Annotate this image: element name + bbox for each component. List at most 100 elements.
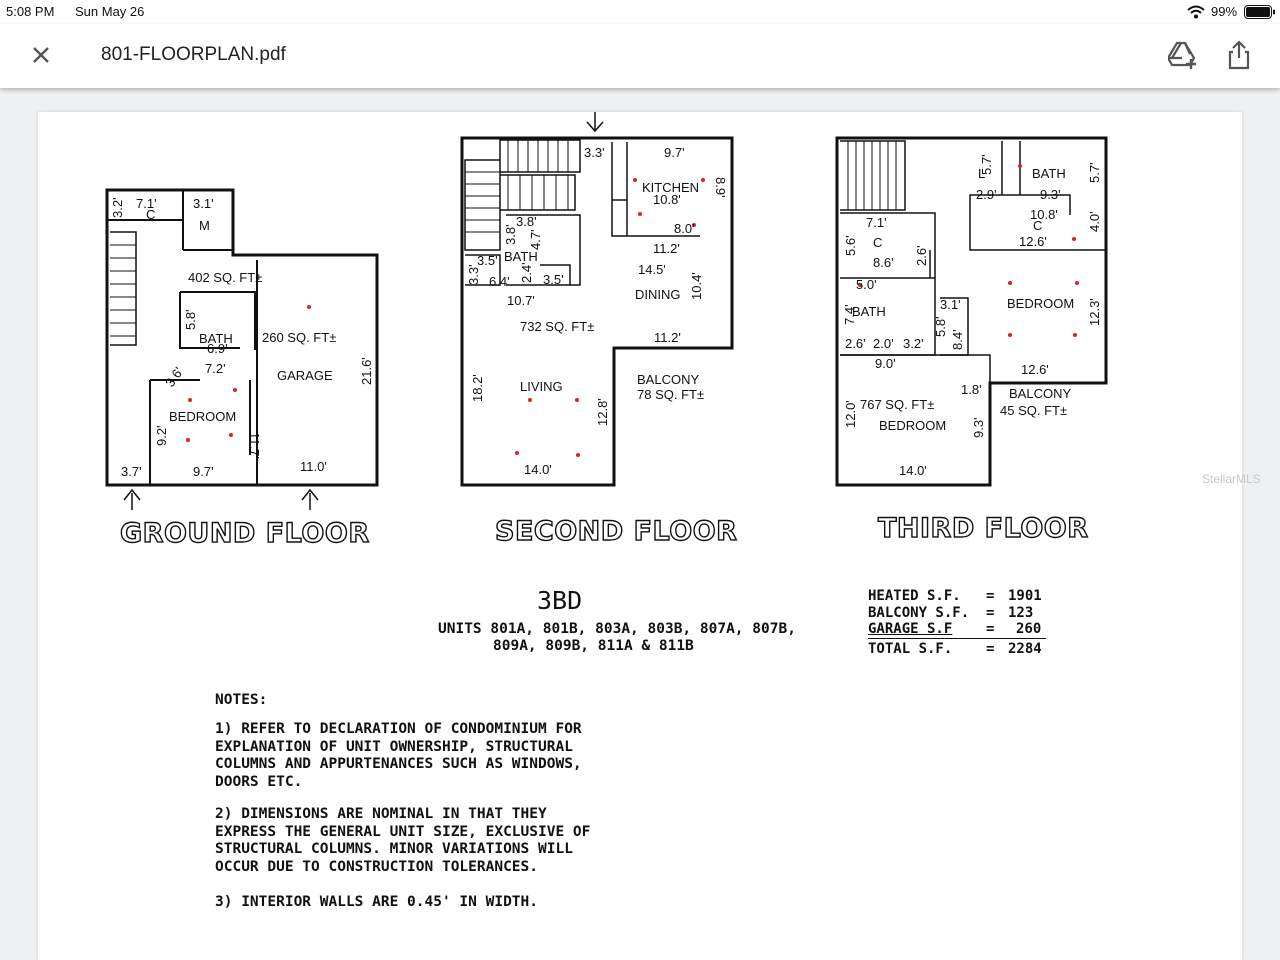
sf-value: 123 — [1008, 605, 1034, 621]
gf-area: 402 SQ. FT± — [188, 270, 262, 285]
gf-dim-13: 11.0' — [300, 459, 327, 474]
entry-arrow-ground-left — [123, 488, 141, 510]
tf-dim-9: 5.6' — [843, 235, 858, 256]
tf-bath-2-label: BATH — [852, 304, 886, 319]
sf-living-label: LIVING — [520, 379, 563, 394]
status-date: Sun May 26 — [75, 4, 145, 19]
sf-dim-7: 14.5' — [638, 262, 666, 277]
sf-value: 260 — [1016, 621, 1042, 637]
units-line-1: UNITS 801A, 801B, 803A, 803B, 807A, 807B… — [438, 621, 796, 637]
gf-dim-3: 3.1' — [193, 196, 214, 211]
tf-dim-2: 2.9' — [976, 187, 997, 202]
drive-add-icon[interactable] — [1168, 41, 1198, 69]
sf-dim-17: 10.7' — [507, 293, 535, 308]
gf-garage-area: 260 SQ. FT± — [262, 330, 336, 345]
sf-eq: = — [986, 641, 995, 657]
tf-dim-19: 2.0' — [873, 336, 894, 351]
third-floor-title: THIRD FLOOR — [877, 512, 1089, 544]
status-time: 5:08 PM — [6, 4, 55, 19]
sf-dim-12: 3.5' — [477, 253, 498, 268]
tf-dim-22: 12.6' — [1021, 362, 1049, 377]
note-2: 2) DIMENSIONS ARE NOMINAL IN THAT THEY E… — [215, 806, 591, 875]
pdf-page: 7.1' C 3.2' 3.1' M 402 SQ. FT± 260 SQ. F… — [38, 112, 1242, 960]
sf-dim-15: 2.4' — [519, 262, 534, 283]
unit-type-label: 3BD — [537, 586, 583, 615]
sf-dim-11: 4.7' — [528, 229, 543, 250]
sf-kitchen-label: KITCHEN — [642, 180, 699, 195]
tf-dim-5: 10.8' — [1030, 207, 1058, 222]
tf-dim-4: 5.7' — [1087, 162, 1102, 183]
tf-area: 767 SQ. FT± — [860, 397, 934, 412]
tf-dim-10: 8.6' — [873, 255, 894, 270]
sf-dim-3: 10.8' — [653, 192, 681, 207]
gf-dim-11: 3.7' — [121, 464, 142, 479]
sf-label: GARAGE S.F — [868, 621, 953, 637]
gf-dim-8: 9.2' — [154, 425, 169, 446]
sf-eq: = — [986, 605, 995, 621]
tf-dim-23: 1.8' — [961, 382, 982, 397]
tf-dim-25: 9.3' — [971, 417, 986, 438]
sf-dim-5: 8.0' — [674, 221, 695, 236]
sf-label: HEATED S.F. — [868, 588, 961, 604]
tf-dim-12: 5.0' — [856, 277, 877, 292]
sf-bath-label: BATH — [504, 249, 538, 264]
second-floor-title: SECOND FLOOR — [494, 515, 738, 547]
sf-dim-9: 3.8' — [516, 214, 537, 229]
tf-dim-21: 9.0' — [875, 356, 896, 371]
ground-floor-plan — [105, 188, 379, 487]
tf-balcony-area: 45 SQ. FT± — [1000, 403, 1067, 418]
sf-label: TOTAL S.F. — [868, 641, 953, 657]
units-line-2: 809A, 809B, 811A & 811B — [493, 638, 694, 654]
note-3: 3) INTERIOR WALLS ARE 0.45' IN WIDTH. — [215, 894, 539, 910]
note-1: 1) REFER TO DECLARATION OF CONDOMINIUM F… — [215, 721, 582, 790]
tf-dim-20: 3.2' — [903, 336, 924, 351]
gf-closet-label: C — [146, 207, 155, 222]
tf-bath-label: BATH — [1032, 166, 1066, 181]
gf-dim-5: 6.9' — [207, 341, 228, 356]
tf-dim-14: 3.1' — [940, 297, 961, 312]
sf-value: 1901 — [1008, 588, 1042, 604]
battery-percent: 99% — [1211, 4, 1238, 19]
sf-area: 732 SQ. FT± — [520, 319, 594, 334]
gf-dim-7: 3.6' — [162, 364, 186, 389]
sf-dim-21: 14.0' — [524, 462, 552, 477]
sf-dining-label: DINING — [635, 287, 681, 302]
entry-arrow-ground-right — [301, 488, 319, 510]
tf-dim-15: 5.8' — [933, 316, 948, 337]
gf-dim-9: 11.7' — [247, 432, 262, 459]
gf-dim-6: 7.2' — [205, 361, 226, 376]
gf-bedroom-label: BEDROOM — [169, 409, 236, 424]
sf-row-garage: GARAGE S.F = 260 — [868, 621, 1046, 639]
sf-dim-6: 11.2' — [653, 241, 680, 256]
sf-dim-2: 9.7' — [664, 145, 685, 160]
status-bar: 5:08 PM Sun May 26 99% — [0, 0, 1280, 24]
sf-balcony-label: BALCONY — [637, 372, 699, 387]
ground-floor-title: GROUND FLOOR — [119, 517, 370, 549]
document-title: 801-FLOORPLAN.pdf — [101, 44, 286, 65]
gf-bath-label: BATH — [199, 331, 233, 346]
close-icon[interactable] — [30, 44, 52, 66]
sf-dim-19: 18.2' — [470, 374, 485, 402]
sf-value: 2284 — [1008, 641, 1042, 657]
tf-dim-24: 12.0' — [843, 400, 858, 428]
wifi-icon — [1187, 5, 1205, 19]
sf-dim-20: 12.8' — [595, 398, 610, 426]
gf-garage-label: GARAGE — [277, 368, 333, 383]
share-icon[interactable] — [1227, 40, 1251, 70]
tf-linen-label: L — [978, 166, 985, 181]
gf-mech-label: M — [199, 218, 210, 233]
sf-dim-1: 3.3' — [584, 145, 605, 160]
tf-dim-17: 12.3' — [1087, 298, 1102, 326]
tf-balcony-label: BALCONY — [1009, 386, 1071, 401]
tf-dim-13: 7.4' — [842, 304, 857, 325]
sf-balcony-area: 78 SQ. FT± — [637, 387, 704, 402]
gf-dim-4: 5.8' — [183, 309, 198, 330]
sf-dim-18: 11.2' — [654, 330, 681, 345]
second-floor-plan — [460, 136, 734, 487]
sf-dim-4: 8.9' — [713, 177, 728, 198]
tf-dim-6: 12.6' — [1019, 234, 1047, 249]
battery-icon — [1244, 5, 1275, 19]
gf-dim-10: 21.6' — [359, 357, 374, 385]
tf-dim-16: 8.4' — [950, 329, 965, 350]
notes-title: NOTES: — [215, 692, 268, 708]
